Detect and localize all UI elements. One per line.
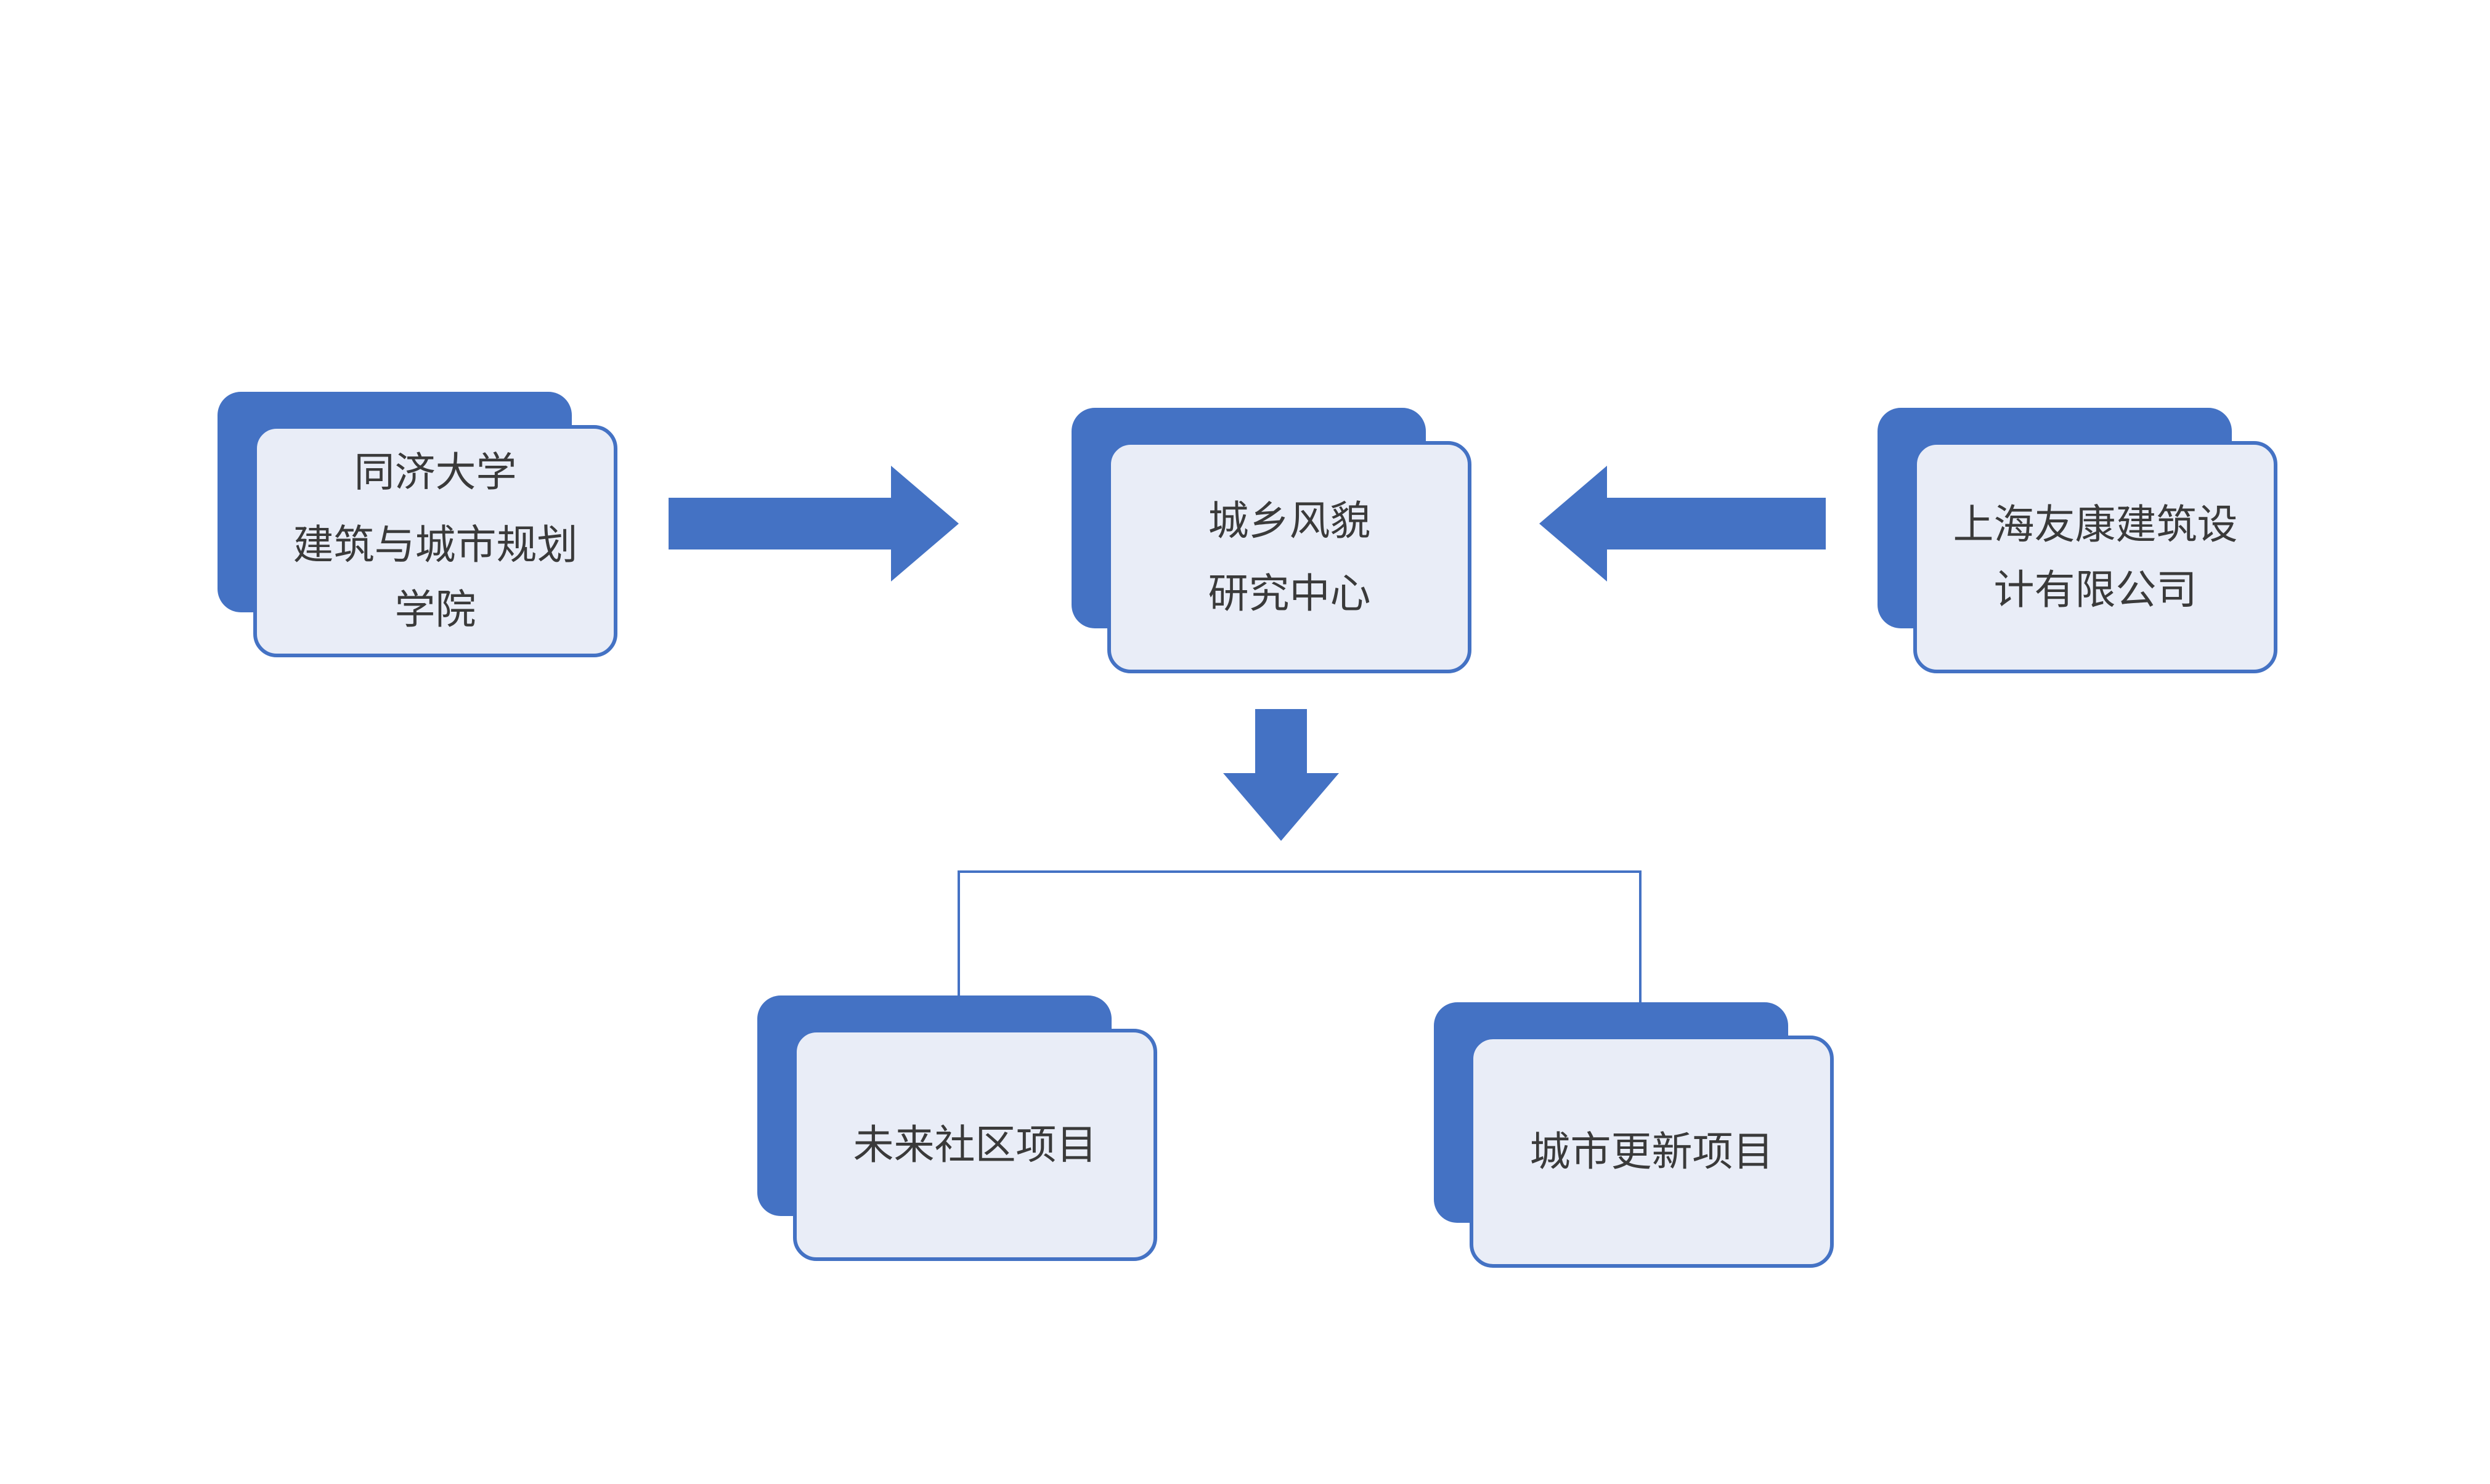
node-urban-renewal-project: 城市更新项目 — [1434, 1002, 1834, 1268]
node-body: 城乡风貌 研究中心 — [1107, 441, 1471, 673]
arrow-left-to-center — [669, 466, 959, 582]
node-label-line: 城乡风貌 — [1208, 497, 1371, 543]
node-body: 上海友康建筑设计有限公司 — [1913, 441, 2277, 673]
node-label-line: 研究中心 — [1208, 570, 1371, 616]
node-label-line: 城市更新项目 — [1529, 1128, 1774, 1174]
node-tongji-university: 同济大学 建筑与城市规划学院 — [218, 392, 617, 657]
node-body: 同济大学 建筑与城市规划学院 — [253, 425, 617, 657]
node-body: 未来社区项目 — [793, 1029, 1157, 1261]
node-research-center: 城乡风貌 研究中心 — [1072, 408, 1471, 673]
node-label-line: 建筑与城市规划学院 — [293, 521, 578, 633]
node-label-line: 未来社区项目 — [853, 1121, 1097, 1167]
node-body: 城市更新项目 — [1470, 1036, 1834, 1268]
node-youkang-company: 上海友康建筑设计有限公司 — [1878, 408, 2277, 673]
node-future-community-project: 未来社区项目 — [757, 995, 1157, 1261]
arrow-down — [1223, 709, 1339, 841]
node-label-line: 上海友康建筑设计有限公司 — [1953, 501, 2238, 612]
arrow-right-to-center — [1539, 466, 1826, 582]
connector-line — [958, 870, 1642, 1007]
node-label-line: 同济大学 — [354, 449, 517, 495]
